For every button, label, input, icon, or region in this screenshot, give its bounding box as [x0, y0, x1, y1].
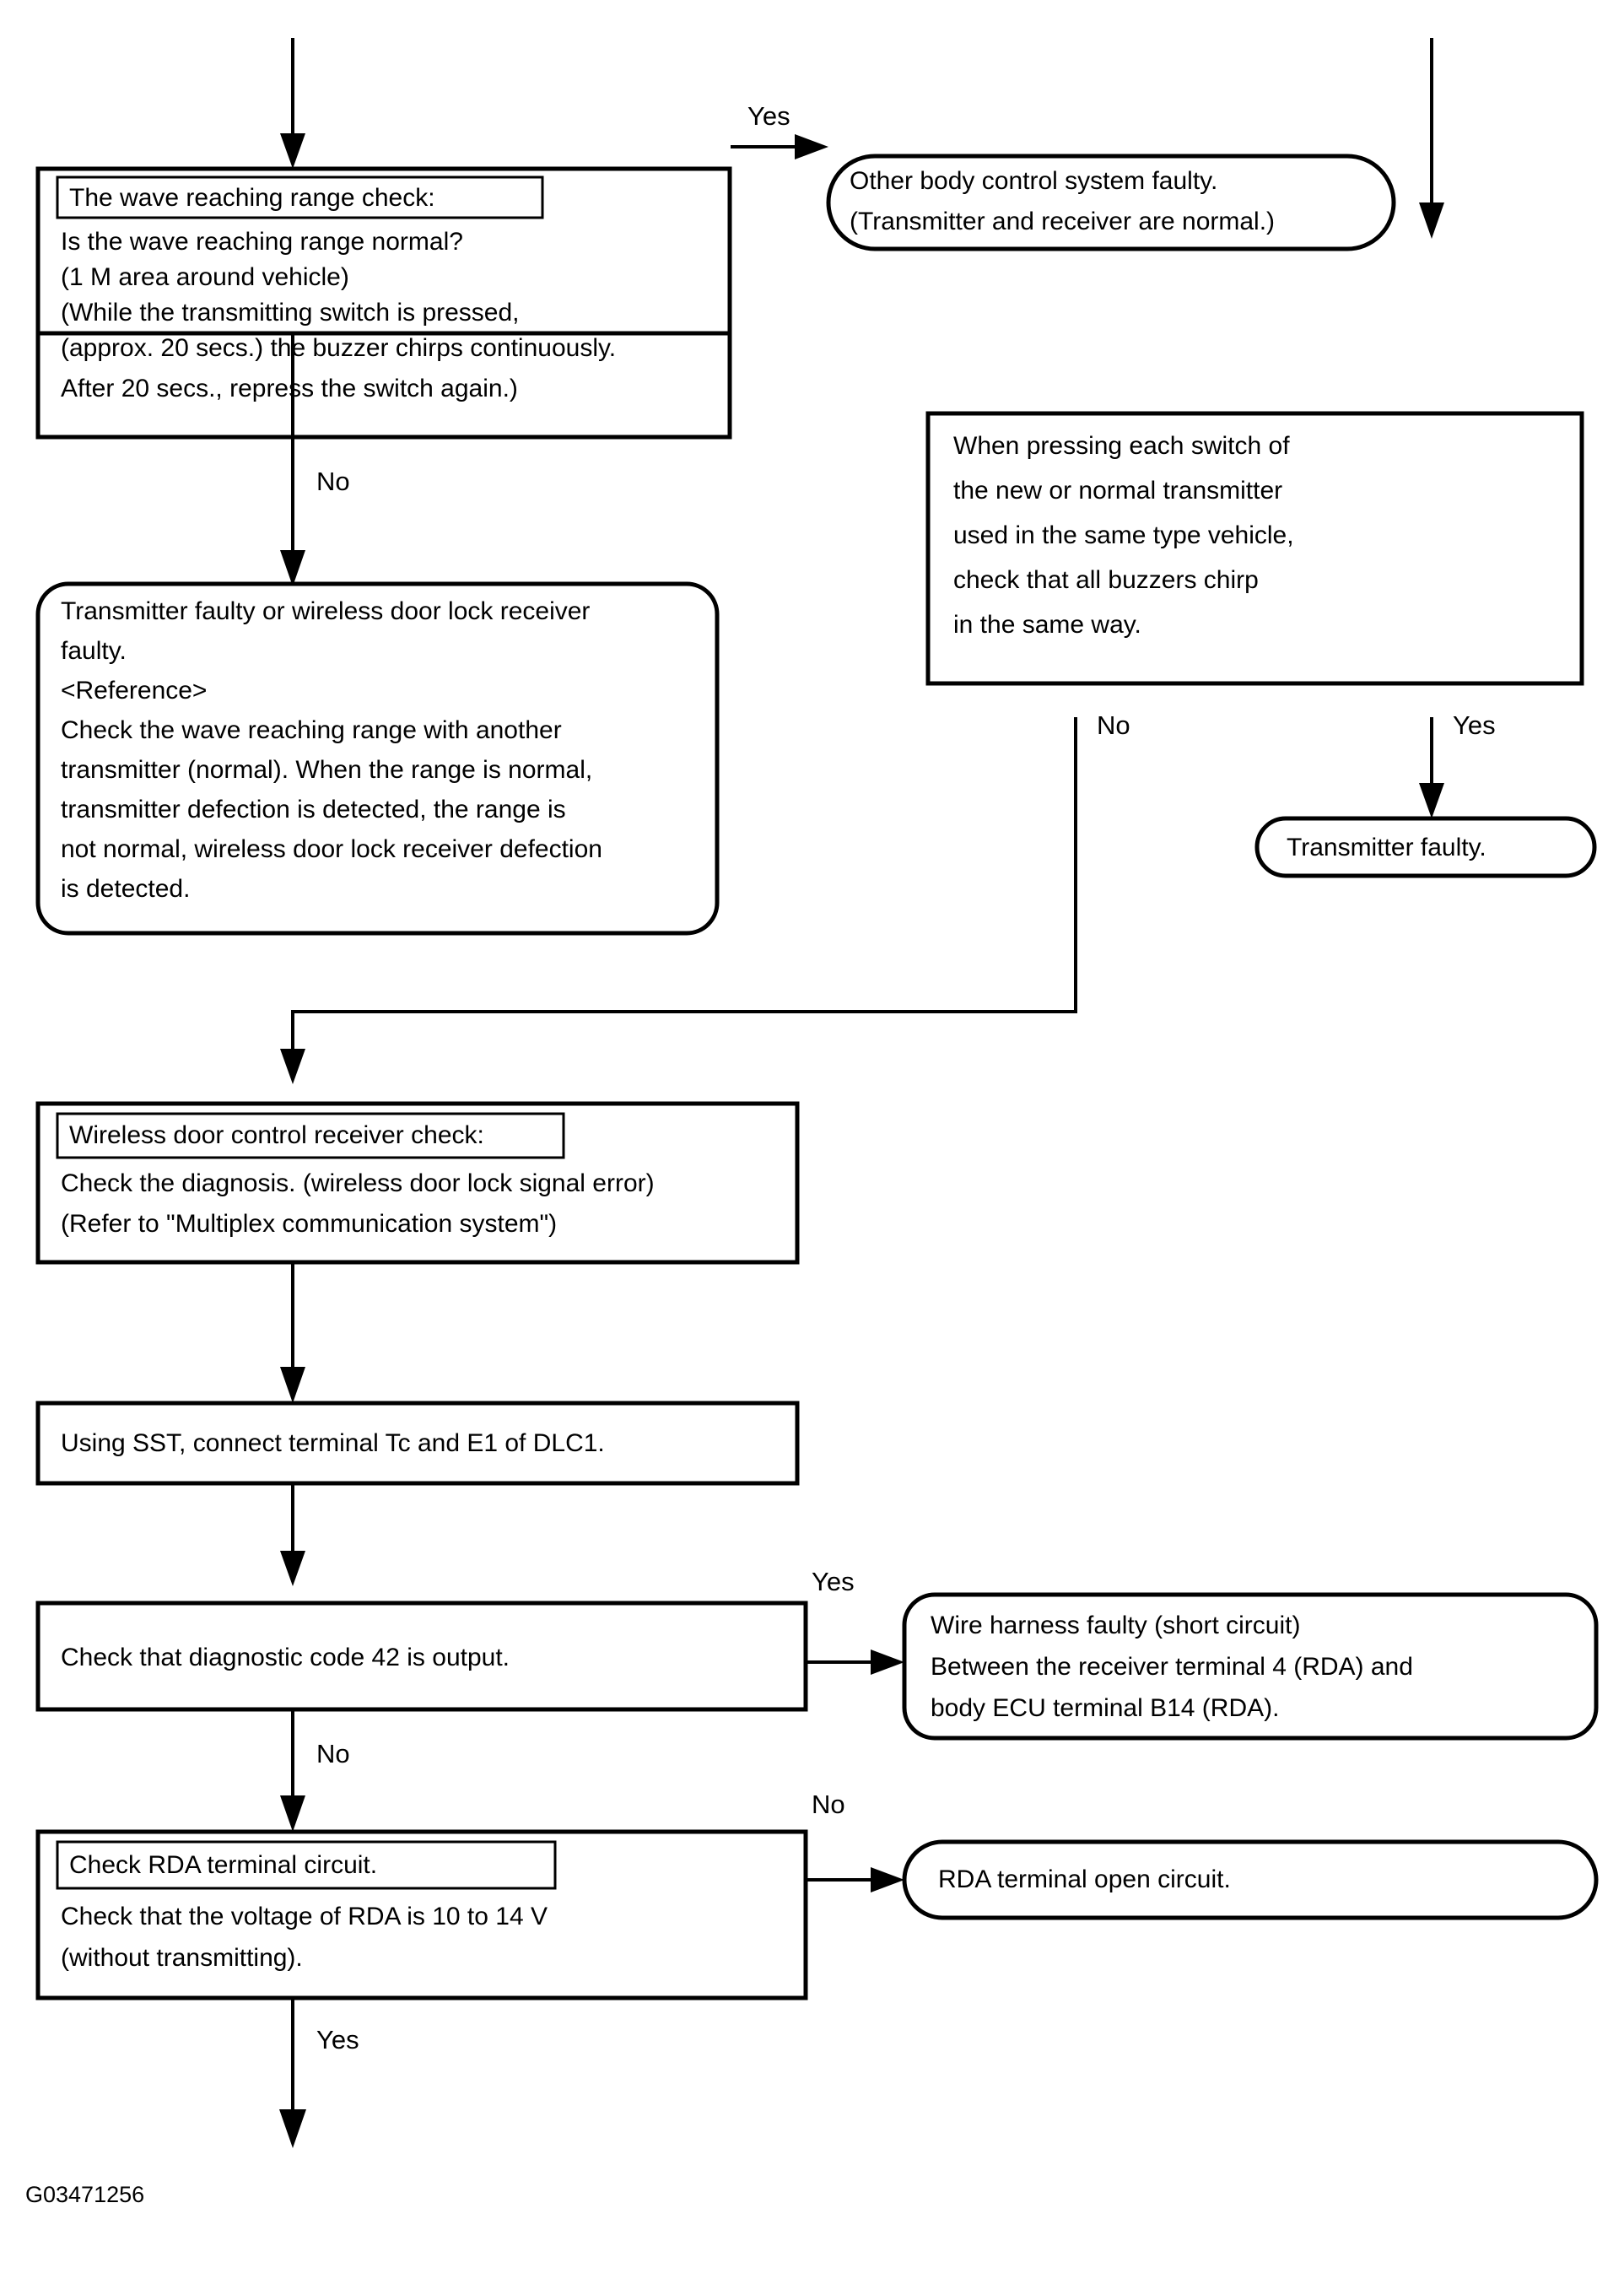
edge-label-code42-yes: Yes: [812, 1567, 855, 1596]
connector-rda-yes: [279, 1998, 306, 2148]
wave-check-line-3: (approx. 20 secs.) the buzzer chirps con…: [61, 334, 616, 362]
node-rda-open-circuit[interactable]: RDA terminal open circuit.: [902, 1839, 1599, 1920]
check-rda-title: Check RDA terminal circuit.: [69, 1851, 377, 1879]
edge-label-press-yes: Yes: [1453, 710, 1496, 740]
edge-label-rda-no: No: [812, 1790, 845, 1819]
connector-code42-yes: [807, 1649, 904, 1675]
txrx-faulty-line-3: Check the wave reaching range with anoth…: [61, 716, 562, 744]
press-line-2: used in the same type vehicle,: [953, 521, 1294, 549]
connector-press-no: [280, 717, 1077, 1084]
edge-label-wave-no: No: [316, 467, 350, 496]
edge-label-wave-yes: Yes: [747, 101, 790, 131]
node-wave-range-check[interactable]: The wave reaching range check: Is the wa…: [35, 166, 732, 336]
wave-check-title: The wave reaching range check:: [69, 184, 435, 212]
txrx-faulty-line-7: is detected.: [61, 875, 190, 903]
wire-harness-line-1: Between the receiver terminal 4 (RDA) an…: [931, 1653, 1413, 1681]
connector-wave-yes: [731, 134, 828, 159]
receiver-check-line-1: (Refer to "Multiplex communication syste…: [61, 1210, 557, 1238]
connector-sst-code42: [280, 1483, 305, 1586]
connector-code42-no: [280, 1709, 305, 1832]
edge-label-press-no: No: [1097, 710, 1130, 740]
wire-harness-line-0: Wire harness faulty (short circuit): [931, 1612, 1300, 1639]
wire-harness-line-2: body ECU terminal B14 (RDA).: [931, 1694, 1279, 1722]
txrx-faulty-line-0: Transmitter faulty or wireless door lock…: [61, 597, 590, 625]
node-check-code-42[interactable]: Check that diagnostic code 42 is output.: [35, 1601, 808, 1712]
node-receiver-check[interactable]: Wireless door control receiver check: Ch…: [35, 1101, 800, 1265]
wave-check-line-0: Is the wave reaching range normal?: [61, 228, 463, 256]
rda-open-line-0: RDA terminal open circuit.: [938, 1865, 1231, 1893]
connector-press-yes: [1419, 717, 1444, 818]
connector-entry-top: [280, 38, 305, 169]
txrx-faulty-line-6: not normal, wireless door lock receiver …: [61, 835, 602, 863]
node-check-rda-circuit[interactable]: Check RDA terminal circuit. Check that t…: [35, 1829, 808, 2000]
press-line-3: check that all buzzers chirp: [953, 566, 1259, 594]
press-line-4: in the same way.: [953, 611, 1141, 639]
node-transmitter-faulty[interactable]: Transmitter faulty.: [1254, 816, 1597, 878]
wave-check-line-2: (While the transmitting switch is presse…: [61, 299, 520, 327]
check-rda-line-1: (without transmitting).: [61, 1944, 303, 1972]
txrx-faulty-line-4: transmitter (normal). When the range is …: [61, 756, 592, 784]
node-other-body-control[interactable]: Other body control system faulty. (Trans…: [826, 154, 1396, 251]
wave-check-line-1: (1 M area around vehicle): [61, 263, 349, 291]
wave-check-line-4: After 20 secs., repress the switch again…: [61, 375, 518, 402]
node-transmitter-or-receiver-faulty[interactable]: Transmitter faulty or wireless door lock…: [35, 581, 720, 936]
txrx-faulty-line-5: transmitter defection is detected, the r…: [61, 796, 566, 823]
edge-label-code42-no: No: [316, 1739, 350, 1768]
connector-rda-no: [807, 1867, 904, 1892]
check-code42-line-0: Check that diagnostic code 42 is output.: [61, 1644, 510, 1671]
node-press-each-switch[interactable]: When pressing each switch of the new or …: [925, 411, 1584, 686]
node-wave-range-check-body[interactable]: (approx. 20 secs.) the buzzer chirps con…: [35, 166, 732, 440]
receiver-check-title: Wireless door control receiver check:: [69, 1121, 484, 1149]
edge-label-rda-yes: Yes: [316, 2025, 359, 2054]
figure-code: G03471256: [25, 2182, 144, 2207]
using-sst-line-0: Using SST, connect terminal Tc and E1 of…: [61, 1429, 605, 1457]
other-body-line-1: (Transmitter and receiver are normal.): [850, 208, 1275, 235]
node-using-sst[interactable]: Using SST, connect terminal Tc and E1 of…: [35, 1401, 800, 1486]
connector-top-right-down: [1419, 38, 1444, 239]
transmitter-faulty-line-0: Transmitter faulty.: [1287, 834, 1486, 861]
node-wire-harness-faulty[interactable]: Wire harness faulty (short circuit) Betw…: [902, 1592, 1599, 1741]
connector-wave-no: [280, 333, 305, 586]
connector-receivercheck-sst: [280, 1262, 305, 1403]
other-body-line-0: Other body control system faulty.: [850, 167, 1217, 195]
press-line-1: the new or normal transmitter: [953, 477, 1282, 505]
receiver-check-line-0: Check the diagnosis. (wireless door lock…: [61, 1169, 655, 1197]
check-rda-line-0: Check that the voltage of RDA is 10 to 1…: [61, 1903, 548, 1930]
txrx-faulty-line-1: faulty.: [61, 637, 127, 665]
txrx-faulty-line-2: <Reference>: [61, 677, 207, 705]
press-line-0: When pressing each switch of: [953, 432, 1290, 460]
